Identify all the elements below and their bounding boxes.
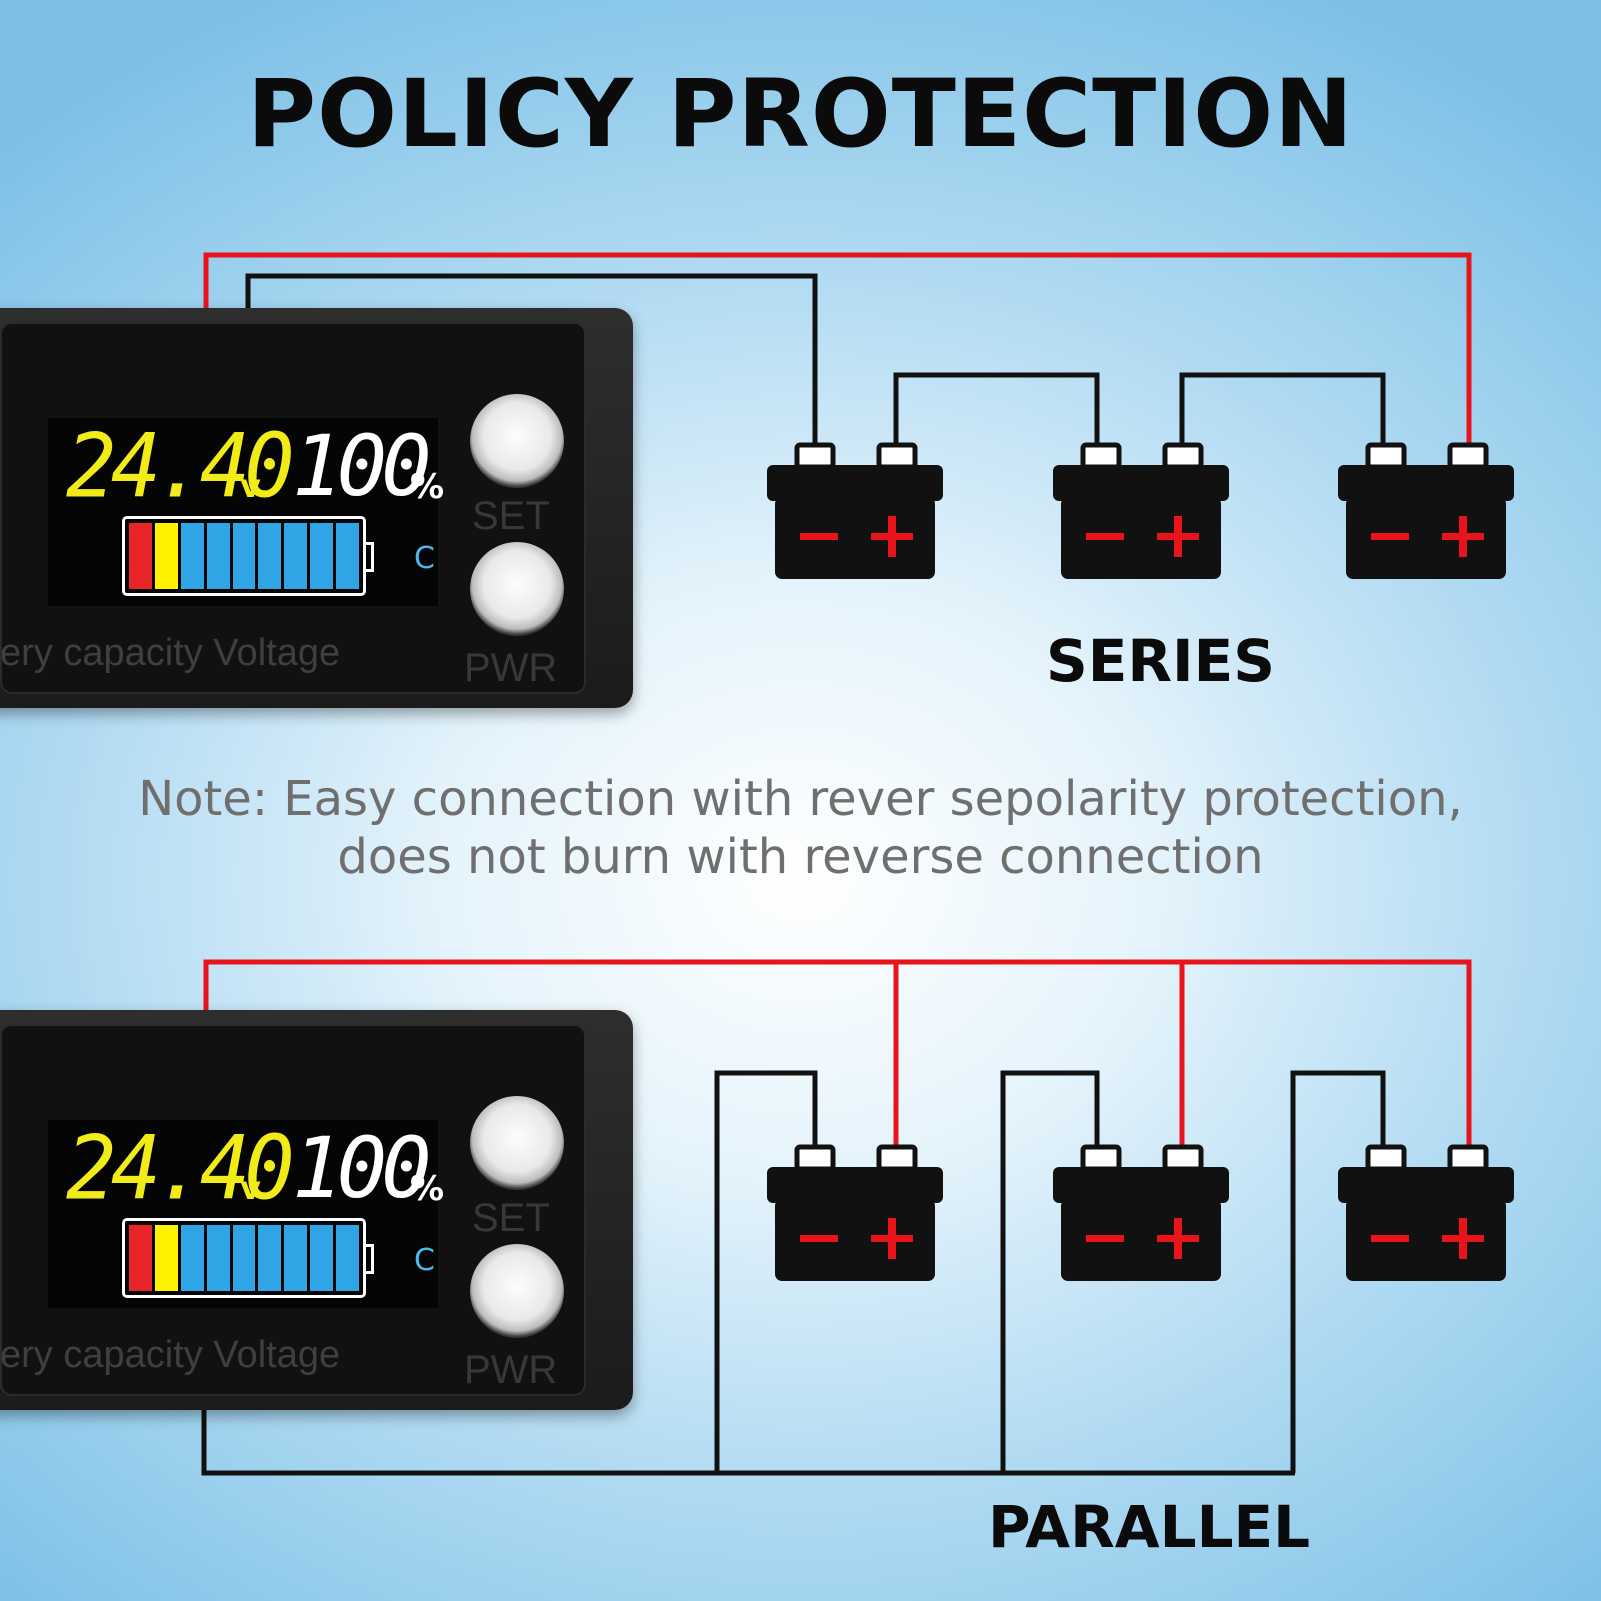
meter-display: 24.40 v 100 % C [48, 414, 444, 606]
battery-tip [366, 1244, 374, 1274]
voltage-readout: 24.40 [66, 1116, 295, 1220]
parallel-negative-bus [201, 1410, 1295, 1476]
series-link-wire-2 [1179, 372, 1386, 448]
series-negative-wire [245, 273, 818, 448]
battery-segment [180, 1225, 204, 1291]
battery-meter-series: 24.40 v 100 % C SET PWR ery capacity Vol… [0, 308, 633, 708]
parallel-negative-branch-1 [714, 1070, 818, 1473]
series-battery-icon-3 [1338, 445, 1514, 579]
caption-area: ery capacity Voltage [0, 1010, 360, 1410]
battery-segment [232, 1225, 256, 1291]
battery-segment [336, 523, 360, 589]
parallel-wiring [201, 959, 1472, 1476]
note-text: Note: Easy connection with rever sepolar… [0, 770, 1601, 886]
voltage-unit: v [240, 467, 261, 505]
pwr-label: PWR [464, 646, 558, 690]
series-link-wire-1 [893, 372, 1100, 448]
note-line-2: does not burn with reverse connection [337, 829, 1264, 885]
temp-unit: C [414, 1243, 435, 1278]
set-label: SET [472, 1196, 550, 1240]
parallel-negative-branch-2 [1000, 1070, 1100, 1473]
battery-segment [129, 523, 152, 589]
power-button[interactable] [470, 542, 564, 636]
voltage-readout: 24.40 [66, 414, 295, 518]
battery-meter-parallel: 24.40 v 100 % C SET PWR ery capacity Vol… [0, 1010, 633, 1410]
parallel-battery-icon-1 [767, 1147, 943, 1281]
battery-segment [232, 523, 256, 589]
battery-segment [284, 523, 308, 589]
battery-segment [258, 523, 282, 589]
parallel-positive-wire [203, 959, 1472, 1150]
series-battery-icon-2 [1053, 445, 1229, 579]
battery-segment [310, 1225, 334, 1291]
note-line-1: Note: Easy connection with rever sepolar… [138, 771, 1463, 827]
percent-readout: 100 [292, 1119, 432, 1217]
parallel-batteries [767, 1147, 1514, 1281]
set-button[interactable] [470, 1096, 564, 1190]
battery-segment [258, 1225, 282, 1291]
meter-caption: ery capacity Voltage [0, 1334, 341, 1376]
percent-readout: 100 [292, 417, 432, 515]
battery-tip [366, 542, 374, 572]
parallel-negative-branch-3 [1290, 1070, 1386, 1473]
parallel-battery-icon-2 [1053, 1147, 1229, 1281]
battery-segment [284, 1225, 308, 1291]
parallel-battery-icon-3 [1338, 1147, 1514, 1281]
voltage-unit: v [240, 1169, 261, 1207]
set-button[interactable] [470, 394, 564, 488]
battery-level-bar [122, 1218, 366, 1298]
series-positive-wire [203, 252, 1472, 448]
battery-segment [154, 1225, 178, 1291]
percent-unit: % [410, 1169, 445, 1209]
meter-display: 24.40 v 100 % C [48, 1116, 444, 1308]
battery-segment [129, 1225, 152, 1291]
series-wiring [203, 252, 1472, 448]
battery-segment [154, 523, 178, 589]
set-label: SET [472, 494, 550, 538]
series-label: SERIES [1046, 627, 1276, 695]
temp-unit: C [414, 541, 435, 576]
battery-segment [180, 523, 204, 589]
parallel-label: PARALLEL [988, 1493, 1311, 1561]
series-batteries [767, 445, 1514, 579]
battery-segment [206, 1225, 230, 1291]
battery-segment [336, 1225, 360, 1291]
page-title: POLICY PROTECTION [247, 60, 1354, 169]
power-button[interactable] [470, 1244, 564, 1338]
pwr-label: PWR [464, 1348, 558, 1392]
meter-caption: ery capacity Voltage [0, 632, 341, 674]
caption-area: ery capacity Voltage [0, 308, 360, 708]
percent-unit: % [410, 467, 445, 507]
battery-segment [206, 523, 230, 589]
battery-segment [310, 523, 334, 589]
series-battery-icon-1 [767, 445, 943, 579]
battery-level-bar [122, 516, 366, 596]
